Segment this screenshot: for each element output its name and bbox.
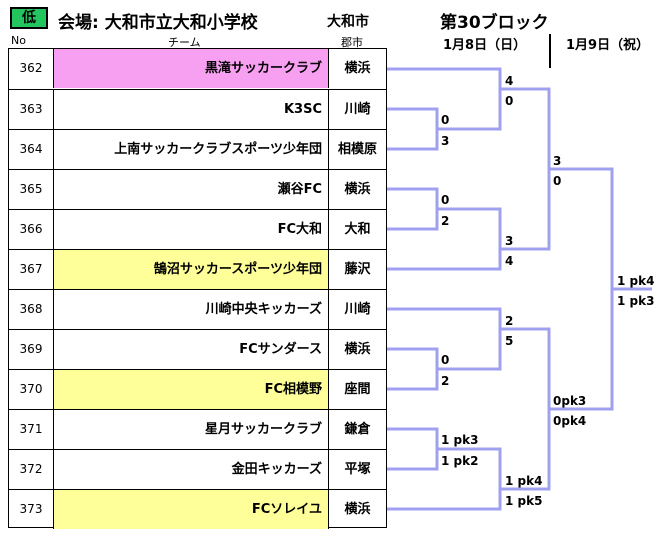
team-number: 371	[9, 410, 54, 449]
team-name: 瀬谷FC	[54, 170, 329, 209]
team-row: 372 金田キッカーズ 平塚	[9, 449, 386, 489]
team-row: 368 川崎中央キッカーズ 川崎	[9, 289, 386, 329]
bracket-line	[387, 107, 439, 151]
team-name: FCソレイユ	[54, 490, 329, 529]
team-number: 372	[9, 450, 54, 489]
score: 1 pk4	[505, 474, 543, 488]
bracket-line	[387, 427, 439, 471]
team-city: 横浜	[344, 61, 371, 76]
team-city: 横浜	[344, 182, 371, 197]
score: 3	[553, 154, 562, 168]
score: 1 pk2	[441, 454, 479, 468]
team-number: 373	[9, 490, 54, 529]
team-city: 川崎	[344, 302, 371, 317]
score: 1 pk5	[505, 494, 543, 508]
date-day1: 1月8日（日）	[443, 38, 527, 53]
team-name: 川崎中央キッカーズ	[54, 290, 329, 329]
team-city: 横浜	[344, 342, 371, 357]
team-number: 363	[9, 90, 54, 129]
score: 0	[553, 174, 562, 188]
team-number: 365	[9, 170, 54, 209]
score: 1 pk3	[617, 294, 655, 308]
team-row: 366 FC大和 大和	[9, 209, 386, 249]
team-city: 座間	[344, 382, 371, 397]
team-number: 368	[9, 290, 54, 329]
score: 1 pk3	[441, 433, 479, 447]
score: 2	[505, 314, 514, 328]
team-name: FC相模野	[54, 370, 329, 409]
column-header-no: No	[11, 34, 26, 47]
score: 4	[505, 74, 514, 88]
team-city: 平塚	[344, 462, 371, 477]
team-name: K3SC	[54, 90, 329, 129]
block-title: 第30ブロック	[440, 13, 549, 33]
team-row: 373 FCソレイユ 横浜	[9, 489, 386, 529]
team-row: 370 FC相模野 座間	[9, 369, 386, 409]
team-row: 367 鵠沼サッカースポーツ少年団 藤沢	[9, 249, 386, 289]
team-name: 黒滝サッカークラブ	[54, 49, 329, 88]
score: 2	[441, 374, 450, 388]
bracket-line	[387, 207, 502, 271]
team-city: 鎌倉	[344, 422, 371, 437]
team-number: 367	[9, 250, 54, 289]
bracket-line	[387, 187, 439, 231]
score: 0	[441, 113, 450, 127]
score: 2	[441, 214, 450, 228]
team-row: 369 FCサンダース 横浜	[9, 329, 386, 369]
team-number: 370	[9, 370, 54, 409]
team-city: 大和	[344, 222, 371, 237]
bracket-line	[387, 307, 502, 371]
column-header-city: 郡市	[341, 36, 363, 49]
team-city: 藤沢	[344, 262, 371, 277]
bracket-line	[387, 347, 439, 391]
date-divider	[549, 34, 551, 68]
team-row: 365 瀬谷FC 横浜	[9, 169, 386, 209]
bracket-line	[500, 87, 551, 251]
score: 0	[505, 94, 514, 108]
team-name: 上南サッカークラブスポーツ少年団	[54, 130, 329, 169]
score: 4	[505, 254, 514, 268]
score: 0	[441, 353, 450, 367]
venue-title: 会場: 大和市立大和小学校	[58, 13, 258, 33]
team-row: 363 K3SC 川崎	[9, 89, 386, 129]
column-header-team: チーム	[168, 36, 201, 49]
team-name: 鵠沼サッカースポーツ少年団	[54, 250, 329, 289]
score: 0pk3	[553, 394, 587, 408]
team-number: 364	[9, 130, 54, 169]
bracket-line	[549, 167, 614, 411]
score: 3	[505, 234, 514, 248]
level-badge: 低	[10, 7, 48, 29]
team-city: 横浜	[344, 502, 371, 517]
bracket-line	[500, 327, 551, 491]
score: 0pk4	[553, 414, 587, 428]
score: 5	[505, 334, 514, 348]
team-name: FC大和	[54, 210, 329, 249]
bracket-line	[387, 67, 502, 131]
score: 1 pk4	[617, 274, 655, 288]
bracket-lines	[387, 67, 652, 511]
team-row: 364 上南サッカークラブスポーツ少年団 相模原	[9, 129, 386, 169]
host-city: 大和市	[327, 14, 369, 30]
team-city: 相模原	[337, 142, 377, 157]
date-day2: 1月9日（祝）	[566, 38, 650, 53]
bracket-line	[387, 447, 502, 511]
score: 0	[441, 193, 450, 207]
team-row: 362 黒滝サッカークラブ 横浜	[9, 49, 386, 89]
score: 3	[441, 134, 450, 148]
team-number: 369	[9, 330, 54, 369]
team-row: 371 星月サッカークラブ 鎌倉	[9, 409, 386, 449]
team-city: 川崎	[344, 102, 371, 117]
team-number: 366	[9, 210, 54, 249]
team-table: 362 黒滝サッカークラブ 横浜 363 K3SC 川崎 364 上南サッカーク…	[8, 48, 387, 529]
team-name: 星月サッカークラブ	[54, 410, 329, 449]
team-name: FCサンダース	[54, 330, 329, 369]
team-number: 362	[9, 49, 54, 88]
team-name: 金田キッカーズ	[54, 450, 329, 489]
